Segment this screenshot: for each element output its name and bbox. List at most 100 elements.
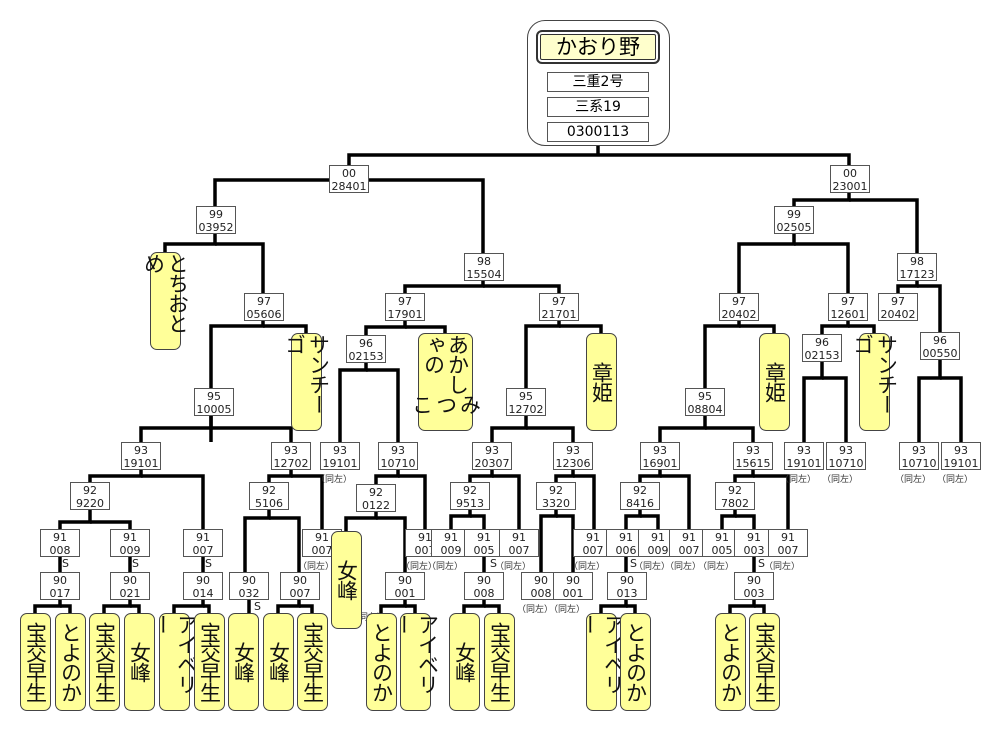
cultivar-box: 章姫	[586, 333, 617, 431]
cross-number: 006	[615, 544, 637, 557]
cultivar-box: とよのか	[620, 613, 651, 711]
connector-line	[468, 470, 494, 482]
cross-number: 03952	[198, 221, 234, 234]
root-cultivar-name: かおり野	[536, 30, 660, 64]
cross-year: 93	[954, 444, 968, 457]
cross-number: 19101	[322, 457, 358, 470]
cross-number: 007	[414, 544, 436, 557]
same-as-left-note: （同左）	[780, 475, 817, 485]
cross-number: 007	[508, 544, 530, 557]
connector-line	[88, 470, 143, 482]
cultivar-box: とよのか	[366, 613, 397, 711]
cross-number: 014	[192, 587, 214, 600]
root-registration-code: 0300113	[547, 122, 649, 142]
same-as-left-note: （同左）	[764, 562, 801, 572]
cross-year: 92	[549, 484, 563, 497]
cross-number: 017	[49, 587, 71, 600]
same-as-left-note: （同左）	[895, 475, 932, 485]
cross-year: 96	[815, 336, 829, 349]
connector-line	[163, 234, 217, 252]
connector-line	[802, 362, 824, 442]
same-as-left-note: （同左）	[495, 562, 532, 572]
cross-number: 28401	[331, 180, 367, 193]
cultivar-box: 宝交早生	[297, 613, 328, 711]
connector-line	[215, 242, 265, 293]
cross-number: 17901	[387, 308, 423, 321]
cross-year: 91	[444, 531, 458, 544]
same-as-left-note: （同左）	[698, 562, 735, 572]
cross-number: 10005	[196, 403, 232, 416]
cross-number: 02505	[776, 221, 812, 234]
connector-line	[299, 604, 314, 613]
cross-number: 008	[49, 544, 71, 557]
cross-year: 93	[653, 444, 667, 457]
cultivar-box: 女峰	[228, 613, 259, 711]
cross-year: 92	[633, 484, 647, 497]
cross-year: 97	[398, 295, 412, 308]
cross-number: 15504	[466, 268, 502, 281]
connector-line	[263, 324, 308, 333]
same-as-left-note: （同左）	[517, 605, 554, 615]
connector-line	[344, 512, 378, 531]
cross-year: 90	[566, 574, 580, 587]
cross-number: 17123	[899, 268, 935, 281]
cross-number: 20402	[880, 308, 916, 321]
connector-line	[379, 600, 407, 613]
self-pollination-mark: S	[132, 557, 139, 570]
cross-year: 91	[512, 531, 526, 544]
connector-line	[403, 281, 485, 293]
same-as-left-note: （同左）	[634, 562, 671, 572]
cross-year: 91	[418, 531, 432, 544]
cross-year: 92	[728, 484, 742, 497]
connector-line	[524, 321, 561, 388]
cross-year: 93	[391, 444, 405, 457]
connector-line	[492, 474, 521, 529]
cross-year: 90	[293, 574, 307, 587]
connector-line	[276, 600, 301, 613]
connector-line	[139, 416, 213, 442]
connector-line	[490, 416, 528, 442]
cross-year: 97	[732, 295, 746, 308]
cross-year: 93	[134, 444, 148, 457]
connector-line	[347, 153, 851, 165]
cross-number: 02153	[804, 349, 840, 362]
connector-line	[720, 510, 737, 529]
connector-line	[366, 368, 400, 442]
cultivar-box: とよのか	[715, 613, 746, 711]
connector-line	[820, 321, 850, 334]
cultivar-box: 女峰	[449, 613, 480, 711]
cultivar-box: 宝交早生	[20, 613, 51, 711]
connector-line	[848, 324, 876, 333]
cross-year: 91	[123, 531, 137, 544]
connector-line	[554, 470, 575, 482]
cross-number: 15615	[735, 457, 771, 470]
root-parentage: 三重2号	[547, 72, 649, 92]
cross-number: 12306	[555, 457, 591, 470]
connector-line	[660, 474, 691, 529]
cross-number: 20402	[721, 308, 757, 321]
self-pollination-mark: S	[630, 557, 637, 570]
connector-line	[794, 242, 850, 293]
connector-line	[33, 600, 62, 613]
cross-number: 001	[394, 587, 416, 600]
cross-number: 05606	[246, 308, 282, 321]
cultivar-box: 女峰	[331, 531, 362, 629]
